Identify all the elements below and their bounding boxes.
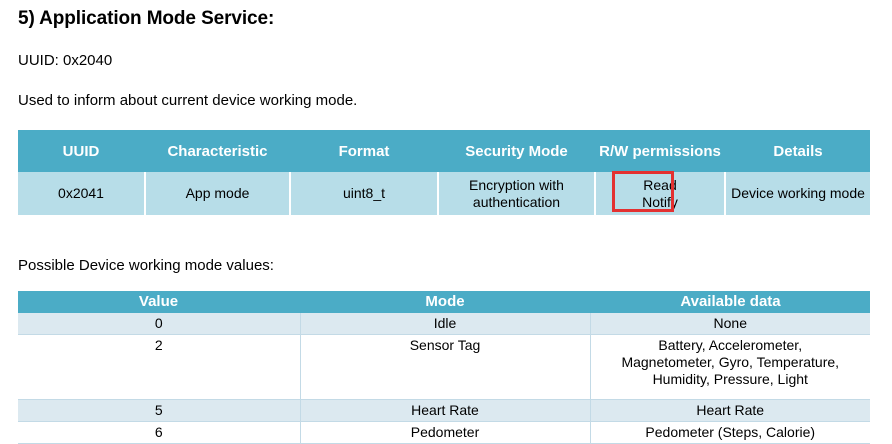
cell-available-data: Pedometer (Steps, Calorie) — [590, 421, 870, 444]
table-row: 5 Heart Rate Heart Rate — [18, 399, 870, 422]
col-header-details: Details — [725, 130, 870, 172]
cell-mode: Heart Rate — [300, 399, 591, 422]
col-header-value: Value — [18, 291, 301, 313]
cell-mode: Sensor Tag — [300, 334, 591, 400]
cell-available-data: Heart Rate — [590, 399, 870, 422]
col-header-characteristic: Characteristic — [145, 130, 291, 172]
table-header-row: UUID Characteristic Format Security Mode… — [18, 130, 870, 172]
cell-value: 2 — [18, 334, 301, 400]
table-row: 0 Idle None — [18, 313, 870, 335]
cell-format: uint8_t — [290, 172, 439, 215]
available-data-line-2: Magnetometer, Gyro, Temperature, — [621, 354, 840, 370]
service-uuid-line: UUID: 0x2040 — [18, 52, 113, 69]
cell-mode: Pedometer — [300, 421, 591, 444]
col-header-format: Format — [290, 130, 439, 172]
col-header-uuid: UUID — [18, 130, 146, 172]
table-header-row: Value Mode Available data — [18, 291, 870, 313]
table-row: 6 Pedometer Pedometer (Steps, Calorie) — [18, 421, 870, 444]
rw-permissions-cell: Read Notify — [595, 171, 726, 215]
rw-permissions-line-notify: Notify — [642, 193, 678, 210]
service-description: Used to inform about current device work… — [18, 92, 358, 109]
cell-value: 0 — [18, 313, 301, 335]
cell-uuid: 0x2041 — [18, 172, 146, 215]
available-data-line-3: Humidity, Pressure, Light — [652, 371, 808, 387]
characteristic-table: UUID Characteristic Format Security Mode… — [18, 130, 870, 215]
table-row: 0x2041 App mode uint8_t Encryption with … — [18, 171, 870, 215]
mode-values-table: Value Mode Available data 0 Idle None 2 … — [18, 291, 870, 444]
modes-caption: Possible Device working mode values: — [18, 257, 274, 274]
cell-mode: Idle — [300, 313, 591, 335]
col-header-security-mode: Security Mode — [438, 130, 596, 172]
cell-security-mode: Encryption with authentication — [438, 172, 596, 215]
col-header-mode: Mode — [300, 291, 591, 313]
cell-characteristic: App mode — [145, 172, 291, 215]
page-title: 5) Application Mode Service: — [18, 8, 275, 29]
available-data-line-1: Battery, Accelerometer, — [658, 337, 803, 353]
col-header-rw-permissions: R/W permissions — [595, 130, 726, 172]
col-header-available-data: Available data — [590, 291, 870, 313]
cell-details: Device working mode — [725, 172, 870, 215]
cell-value: 5 — [18, 399, 301, 422]
rw-permissions-line-read: Read — [643, 176, 677, 193]
cell-available-data: Battery, Accelerometer, Magnetometer, Gy… — [590, 334, 870, 400]
cell-value: 6 — [18, 421, 301, 444]
table-row: 2 Sensor Tag Battery, Accelerometer, Mag… — [18, 334, 870, 400]
cell-available-data: None — [590, 313, 870, 335]
